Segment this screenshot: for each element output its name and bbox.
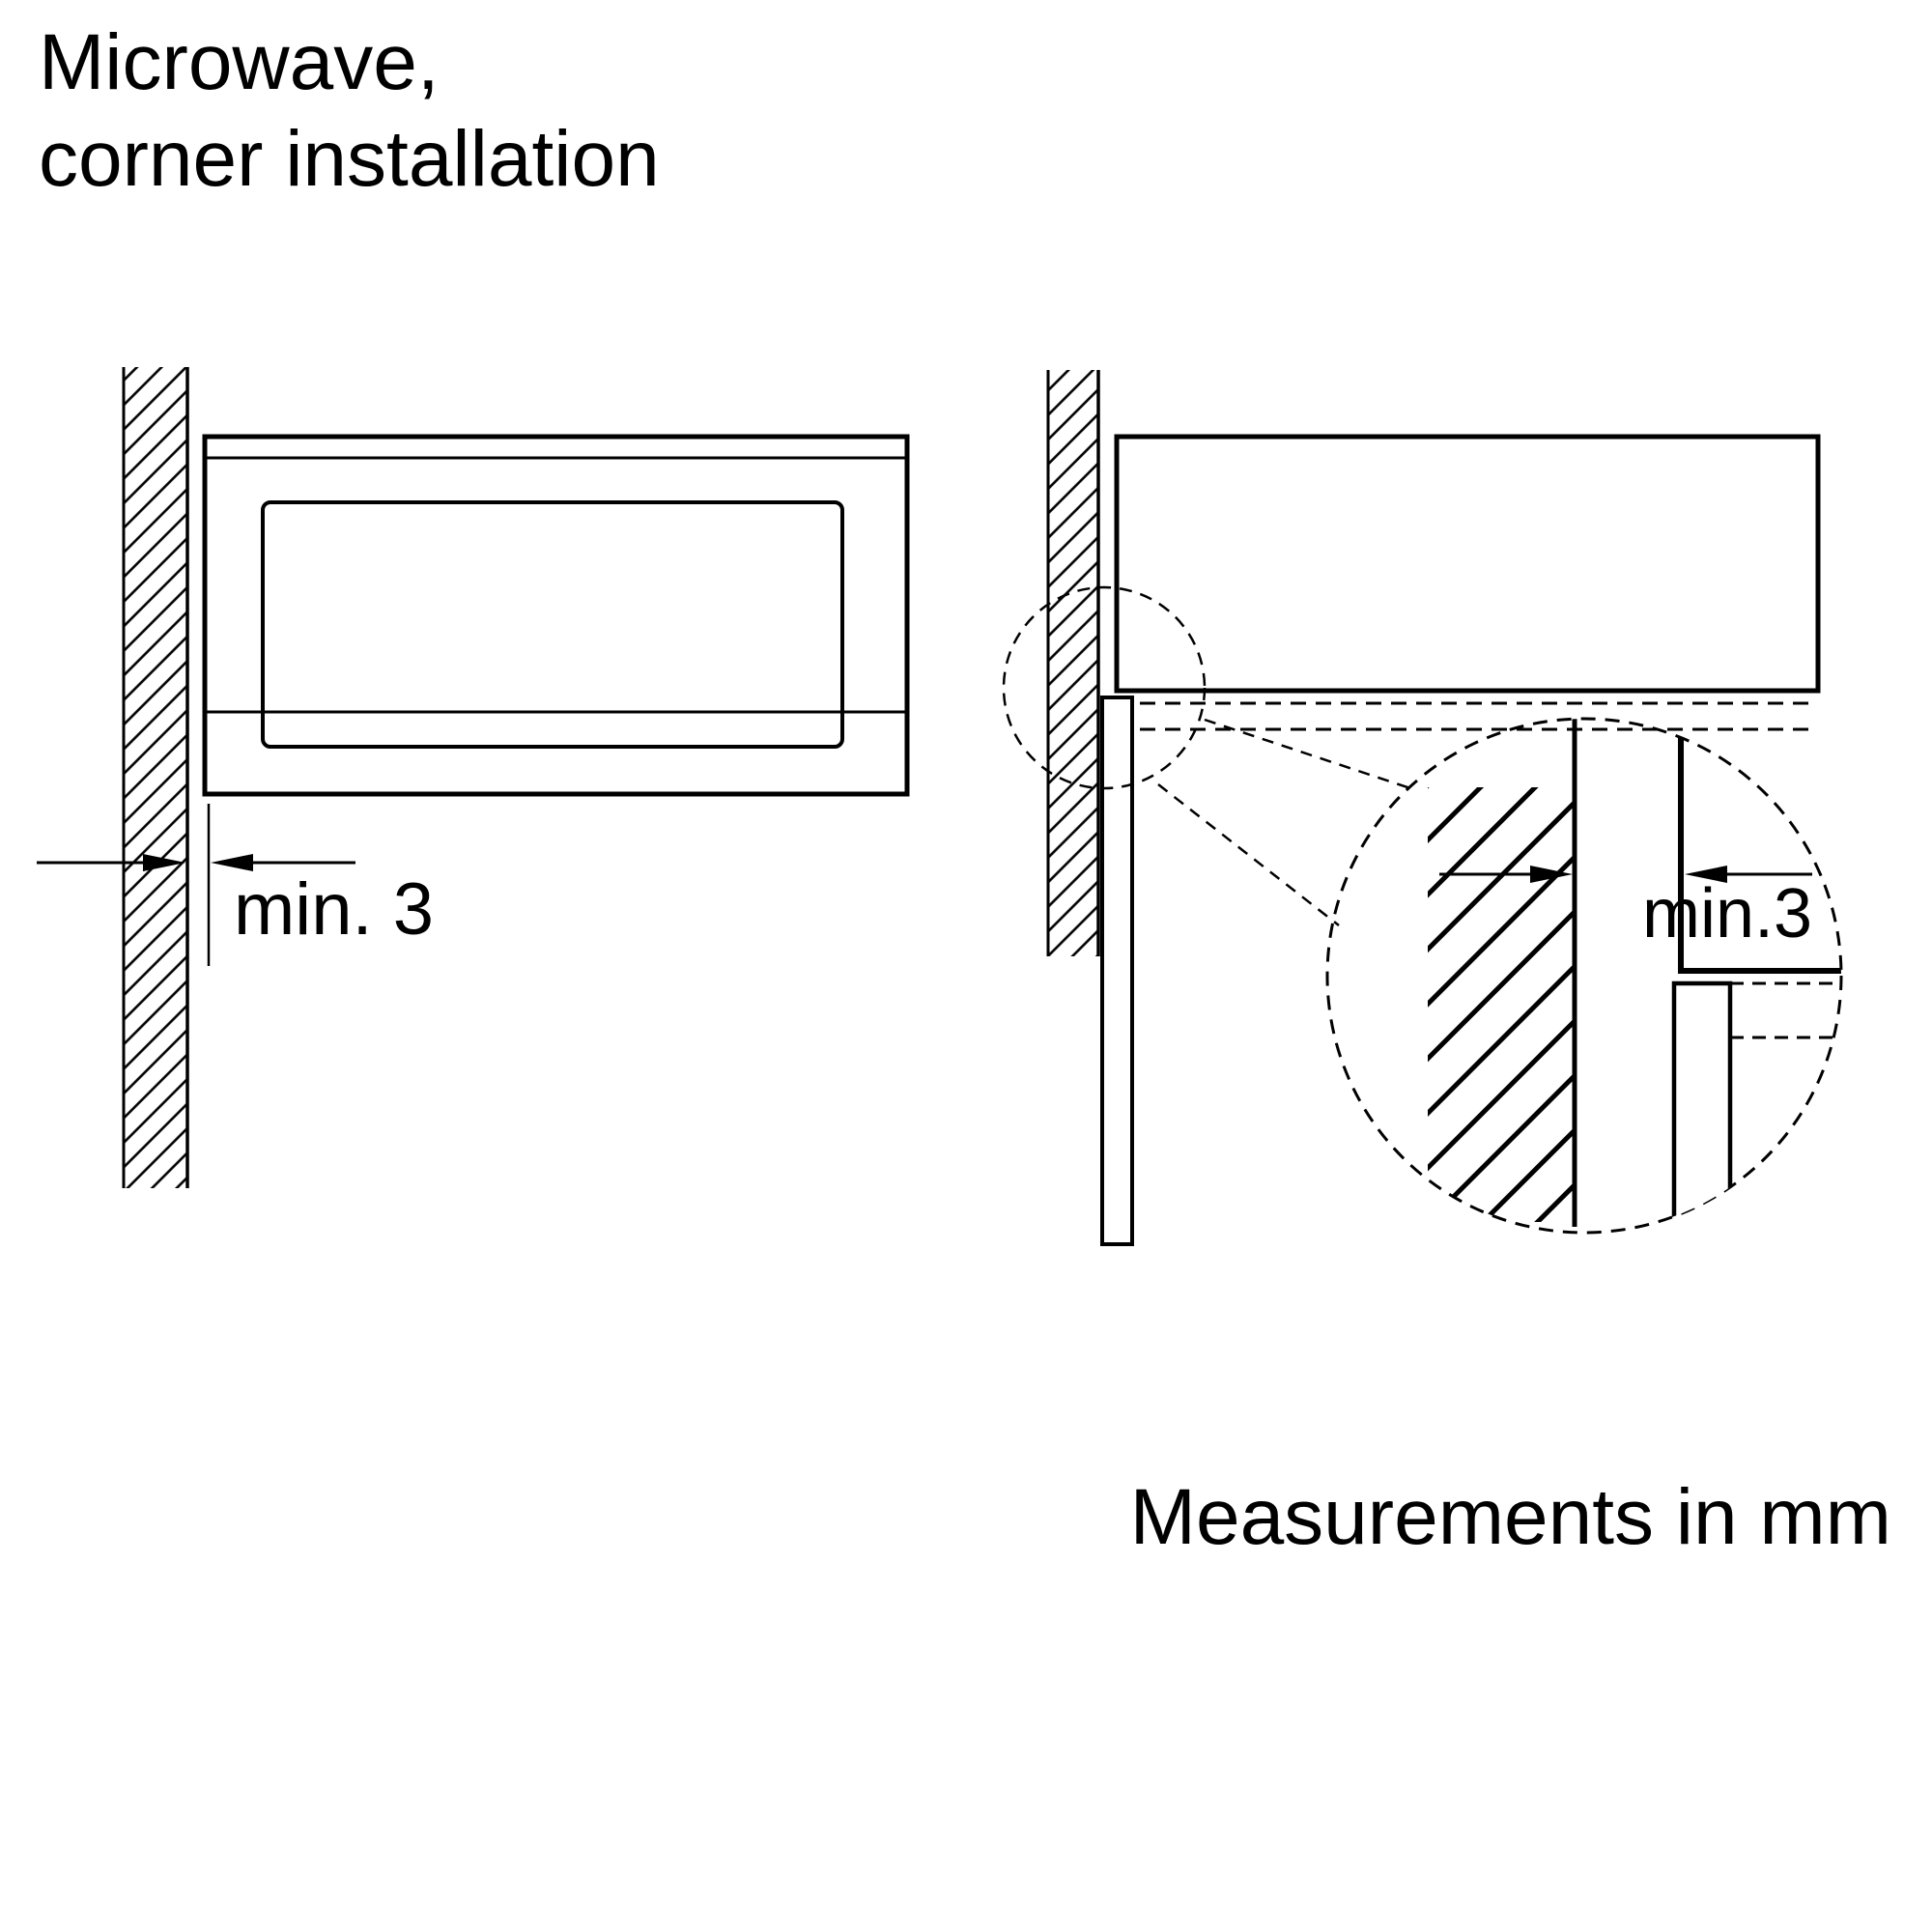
front-view: min. 3 <box>37 367 910 1188</box>
side-view <box>1002 370 1821 1246</box>
side-wall-hatch <box>1048 370 1098 956</box>
detail-view-contents: min.3 <box>1428 719 1841 1233</box>
front-wall-hatch <box>124 367 187 1188</box>
detail-dimension-arrowhead-right-pointing <box>1530 866 1573 883</box>
diagram-title-line1: Microwave, <box>39 18 440 106</box>
front-dimension-label: min. 3 <box>234 868 434 951</box>
front-dimension-arrowhead-right-pointing <box>143 854 185 871</box>
detail-dimension-label: min.3 <box>1642 875 1812 952</box>
detail-view: min.3 <box>1325 717 1843 1235</box>
detail-callout-circle <box>1002 585 1207 790</box>
front-dimension-arrowhead-left-pointing <box>211 854 253 871</box>
detail-view-boundary-circle <box>1325 717 1843 1235</box>
measurement-unit-note: Measurements in mm <box>1130 1473 1891 1561</box>
microwave-side-outline <box>1114 434 1821 694</box>
detail-leader-line-upper <box>1204 718 1417 792</box>
detail-leader-line-lower <box>1157 783 1340 926</box>
side-trim-panel <box>1100 696 1134 1246</box>
diagram-title-line2: corner installation <box>39 115 660 203</box>
microwave-door-window <box>261 500 844 749</box>
detail-wall-hatch <box>1428 787 1577 1222</box>
microwave-front-outline <box>202 434 910 797</box>
detail-dimension-arrowhead-left-pointing <box>1685 866 1727 883</box>
